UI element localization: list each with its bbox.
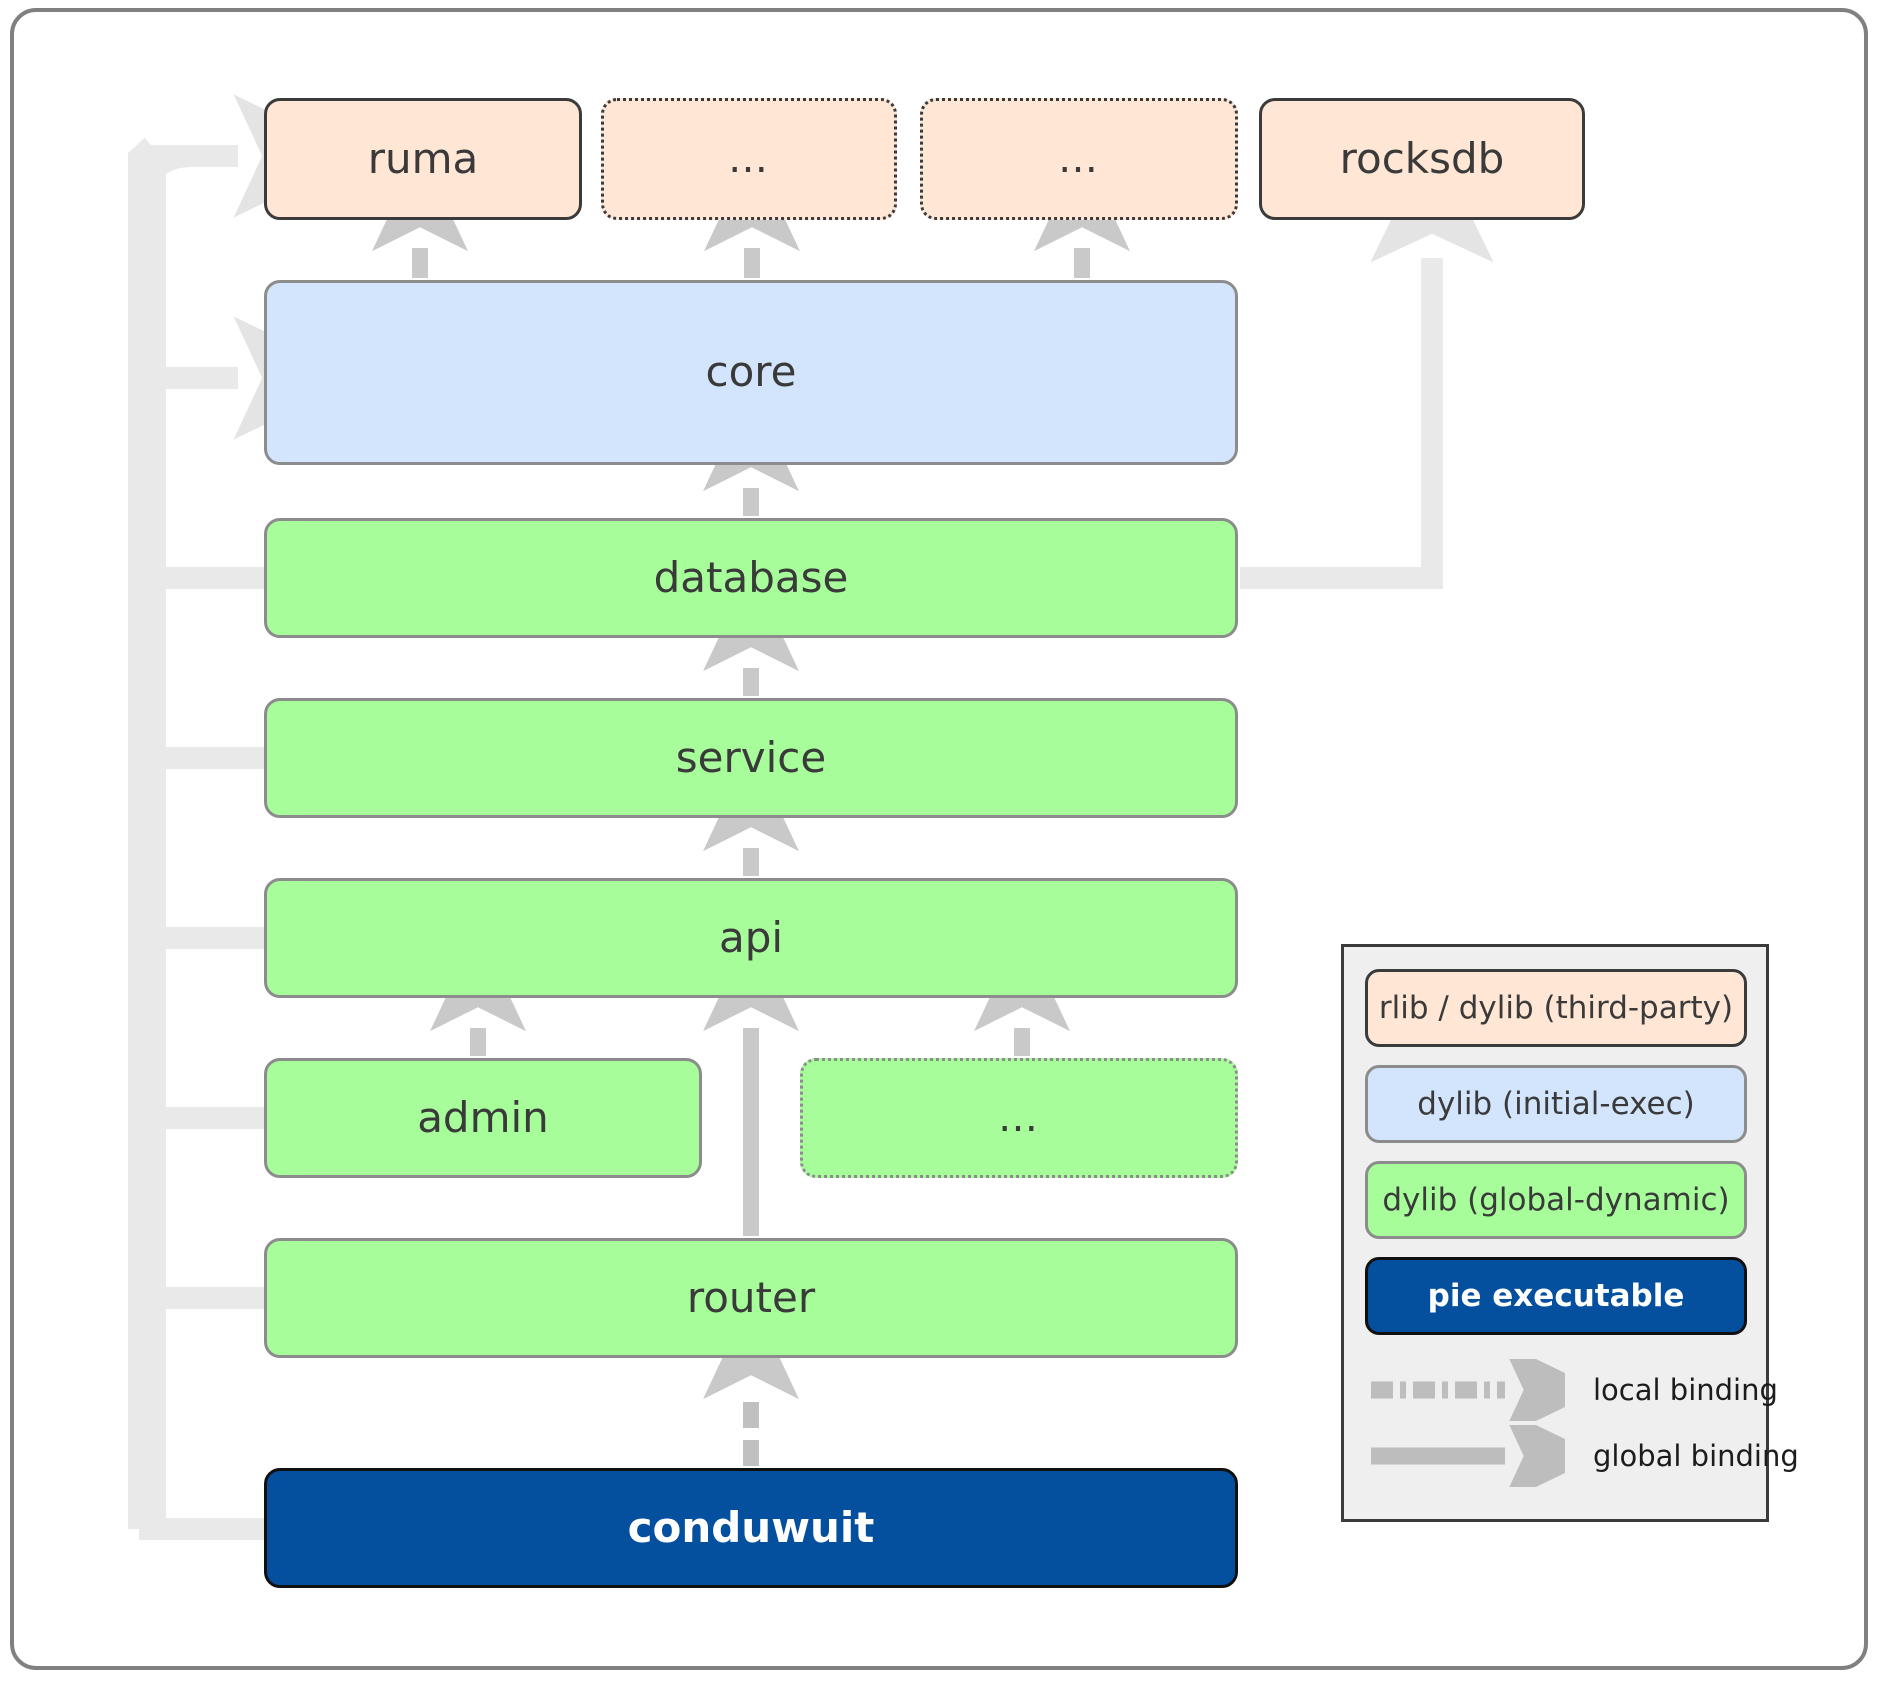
node-rocksdb[interactable]: rocksdb <box>1259 98 1585 220</box>
node-ellipsis-third-party-2-label: … <box>1058 136 1100 182</box>
node-conduwuit[interactable]: conduwuit <box>264 1468 1238 1588</box>
node-ruma-label: ruma <box>367 133 479 183</box>
node-router[interactable]: router <box>264 1238 1238 1358</box>
legend-chip-pie-executable-label: pie executable <box>1427 1278 1685 1314</box>
legend-chip-global-dynamic[interactable]: dylib (global-dynamic) <box>1365 1161 1747 1239</box>
node-database[interactable]: database <box>264 518 1238 638</box>
node-database-label: database <box>653 552 849 602</box>
node-ellipsis-global-dynamic[interactable]: … <box>800 1058 1238 1178</box>
node-admin[interactable]: admin <box>264 1058 702 1178</box>
legend-panel: rlib / dylib (third-party) dylib (initia… <box>1341 944 1799 1522</box>
node-ruma[interactable]: ruma <box>264 98 582 220</box>
node-api[interactable]: api <box>264 878 1238 998</box>
node-router-label: router <box>686 1272 816 1322</box>
arrow-database-to-rocksdb <box>1240 134 1494 589</box>
global-binding-arrow-icon <box>1371 1425 1565 1487</box>
node-ellipsis-third-party-1-label: … <box>728 136 770 182</box>
legend-chip-third-party[interactable]: rlib / dylib (third-party) <box>1365 969 1747 1047</box>
node-conduwuit-label: conduwuit <box>627 1502 875 1552</box>
node-core[interactable]: core <box>264 280 1238 465</box>
legend-chip-pie-executable[interactable]: pie executable <box>1365 1257 1747 1335</box>
legend-row-global-binding: global binding <box>1365 1425 1799 1487</box>
legend-row-local-binding: local binding <box>1365 1359 1778 1421</box>
node-service[interactable]: service <box>264 698 1238 818</box>
node-service-label: service <box>675 732 827 782</box>
node-rocksdb-label: rocksdb <box>1339 133 1505 183</box>
legend-row-local-binding-label: local binding <box>1593 1373 1778 1407</box>
legend-chip-global-dynamic-label: dylib (global-dynamic) <box>1382 1182 1730 1218</box>
legend-chip-initial-exec[interactable]: dylib (initial-exec) <box>1365 1065 1747 1143</box>
legend-chip-third-party-label: rlib / dylib (third-party) <box>1378 990 1734 1026</box>
legend-row-global-binding-label: global binding <box>1593 1439 1799 1473</box>
node-core-label: core <box>705 347 797 397</box>
global-arrows <box>372 148 1130 1236</box>
left-bus-corner <box>128 145 193 221</box>
node-admin-label: admin <box>417 1092 549 1142</box>
local-binding-arrow-icon <box>1371 1359 1565 1421</box>
node-ellipsis-third-party-2[interactable]: … <box>920 98 1238 220</box>
node-ellipsis-third-party-1[interactable]: … <box>601 98 897 220</box>
node-api-label: api <box>718 912 784 962</box>
legend-chip-initial-exec-label: dylib (initial-exec) <box>1417 1086 1695 1122</box>
node-ellipsis-global-dynamic-label: … <box>998 1095 1040 1141</box>
left-bus-group <box>128 137 270 1540</box>
